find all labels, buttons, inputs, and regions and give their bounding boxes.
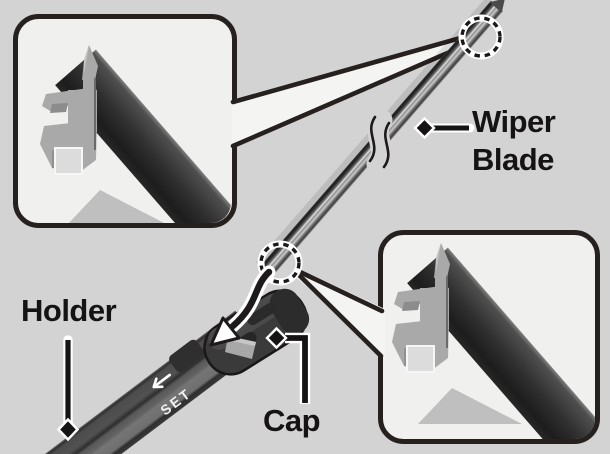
holder-leader bbox=[56, 335, 80, 442]
insert-arrow-icon bbox=[209, 265, 276, 347]
dashed-circle-bottom-icon bbox=[257, 240, 303, 286]
cap-leader bbox=[265, 326, 311, 404]
wiper-blade-label: Wiper Blade bbox=[472, 104, 556, 177]
dashed-circle-top-icon bbox=[458, 14, 504, 60]
callout-tail-bottom bbox=[295, 268, 385, 359]
cap-label: Cap bbox=[263, 403, 321, 438]
callout-tail-top bbox=[230, 34, 469, 149]
length-break-icon bbox=[366, 109, 393, 175]
wiper-blade-leader bbox=[413, 116, 475, 140]
slide-direction-arrow-icon bbox=[152, 373, 171, 389]
holder-label: Holder bbox=[21, 293, 117, 328]
